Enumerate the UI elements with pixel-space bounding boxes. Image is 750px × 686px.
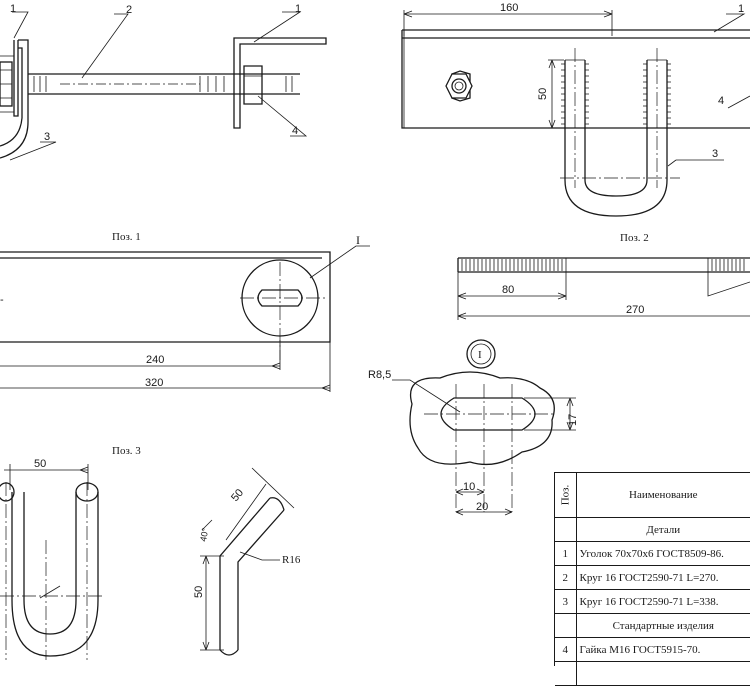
spec-row: 1 Уголок 70х70х6 ГОСТ8509-86.	[555, 541, 750, 566]
spec-row-pos: 1	[555, 541, 577, 566]
spec-row-name: Круг 16 ГОСТ2590-71 L=338.	[576, 589, 750, 614]
spec-row: 3 Круг 16 ГОСТ2590-71 L=338.	[555, 589, 750, 614]
spec-row-name: Круг 16 ГОСТ2590-71 L=270.	[576, 565, 750, 590]
view-1-leader-3: 3	[44, 131, 50, 143]
view-1-leader-1a: 1	[10, 3, 16, 15]
rod-dim-270: 270	[626, 304, 644, 316]
spec-row-pos	[555, 613, 577, 638]
spec-row: 2 Круг 16 ГОСТ2590-71 L=270.	[555, 565, 750, 590]
specification-table: Поз. Наименование Детали 1 Уголок 70х70х…	[554, 472, 750, 686]
spec-row-name: Гайка М16 ГОСТ5915-70.	[576, 637, 750, 662]
view-3-ubolt: Поз. 3 50	[0, 445, 141, 660]
plate-dim-240: 240	[146, 354, 164, 366]
spec-row: Стандартные изделия	[555, 613, 750, 638]
view-1-leader-4: 4	[292, 125, 298, 137]
view-2-caption: Поз. 2	[620, 232, 649, 244]
view-2-assembly: 160 50 1 4 3 Поз. 2	[401, 2, 750, 244]
view-3-caption: Поз. 3	[112, 445, 141, 457]
view-3-side: 50 40° 50 R16	[193, 467, 301, 656]
detail-I-radius: R8,5	[368, 369, 391, 381]
view-3-dim-50: 50	[34, 458, 46, 470]
view-3-dim-50-angled: 50	[229, 487, 246, 504]
spec-row-name: Детали	[576, 517, 750, 542]
view-1-caption: Поз. 1	[112, 231, 141, 243]
view-1-assembly: 1 2 1 3 4 Поз. 1	[0, 3, 327, 243]
rod-dim-80: 80	[502, 284, 514, 296]
view-1-leader-1b: 1	[295, 3, 301, 15]
spec-table-grid: Поз. Наименование Детали 1 Уголок 70х70х…	[555, 473, 750, 686]
plate-leader-I: I	[356, 233, 360, 247]
detail-I-marker: I	[478, 349, 482, 361]
detail-I: I R8,5 17 10 20	[368, 339, 579, 516]
view-3-dim-50-vertical: 50	[193, 586, 205, 598]
spec-row-pos: 4	[555, 637, 577, 662]
detail-I-dim-20: 20	[476, 501, 488, 513]
spec-row-pos: 2	[555, 565, 577, 590]
spec-row-pos	[555, 517, 577, 542]
view-3-radius: R16	[282, 554, 301, 566]
spec-header-name: Наименование	[576, 473, 750, 518]
view-2-leader-4: 4	[718, 95, 724, 107]
view-2-leader-1: 1	[738, 3, 744, 15]
spec-row-name	[576, 661, 750, 686]
rod-detail: 80 270	[457, 257, 750, 320]
spec-row-pos: 3	[555, 589, 577, 614]
view-1-leader-2: 2	[126, 4, 132, 16]
spec-row-name: Стандартные изделия	[576, 613, 750, 638]
technical-drawing: 1 2 1 3 4 Поз. 1 160 50	[0, 2, 750, 660]
spec-table-header: Поз. Наименование	[555, 473, 750, 518]
view-2-leader-3: 3	[712, 148, 718, 160]
plate-tick-left: -	[0, 294, 4, 306]
spec-row-name: Уголок 70х70х6 ГОСТ8509-86.	[576, 541, 750, 566]
detail-I-dim-17: 17	[567, 414, 579, 426]
spec-row-pos	[555, 661, 577, 686]
view-3-dim-40deg: 40°	[198, 527, 210, 543]
plate-detail: I - 240 320	[0, 233, 370, 392]
view-2-dim-50: 50	[537, 88, 549, 100]
spec-row	[555, 661, 750, 686]
spec-row: 4 Гайка М16 ГОСТ5915-70.	[555, 637, 750, 662]
plate-dim-320: 320	[145, 377, 163, 389]
detail-I-dim-10: 10	[463, 481, 475, 493]
spec-row: Детали	[555, 517, 750, 542]
view-2-dim-160: 160	[500, 2, 518, 14]
spec-header-pos: Поз.	[555, 473, 577, 518]
